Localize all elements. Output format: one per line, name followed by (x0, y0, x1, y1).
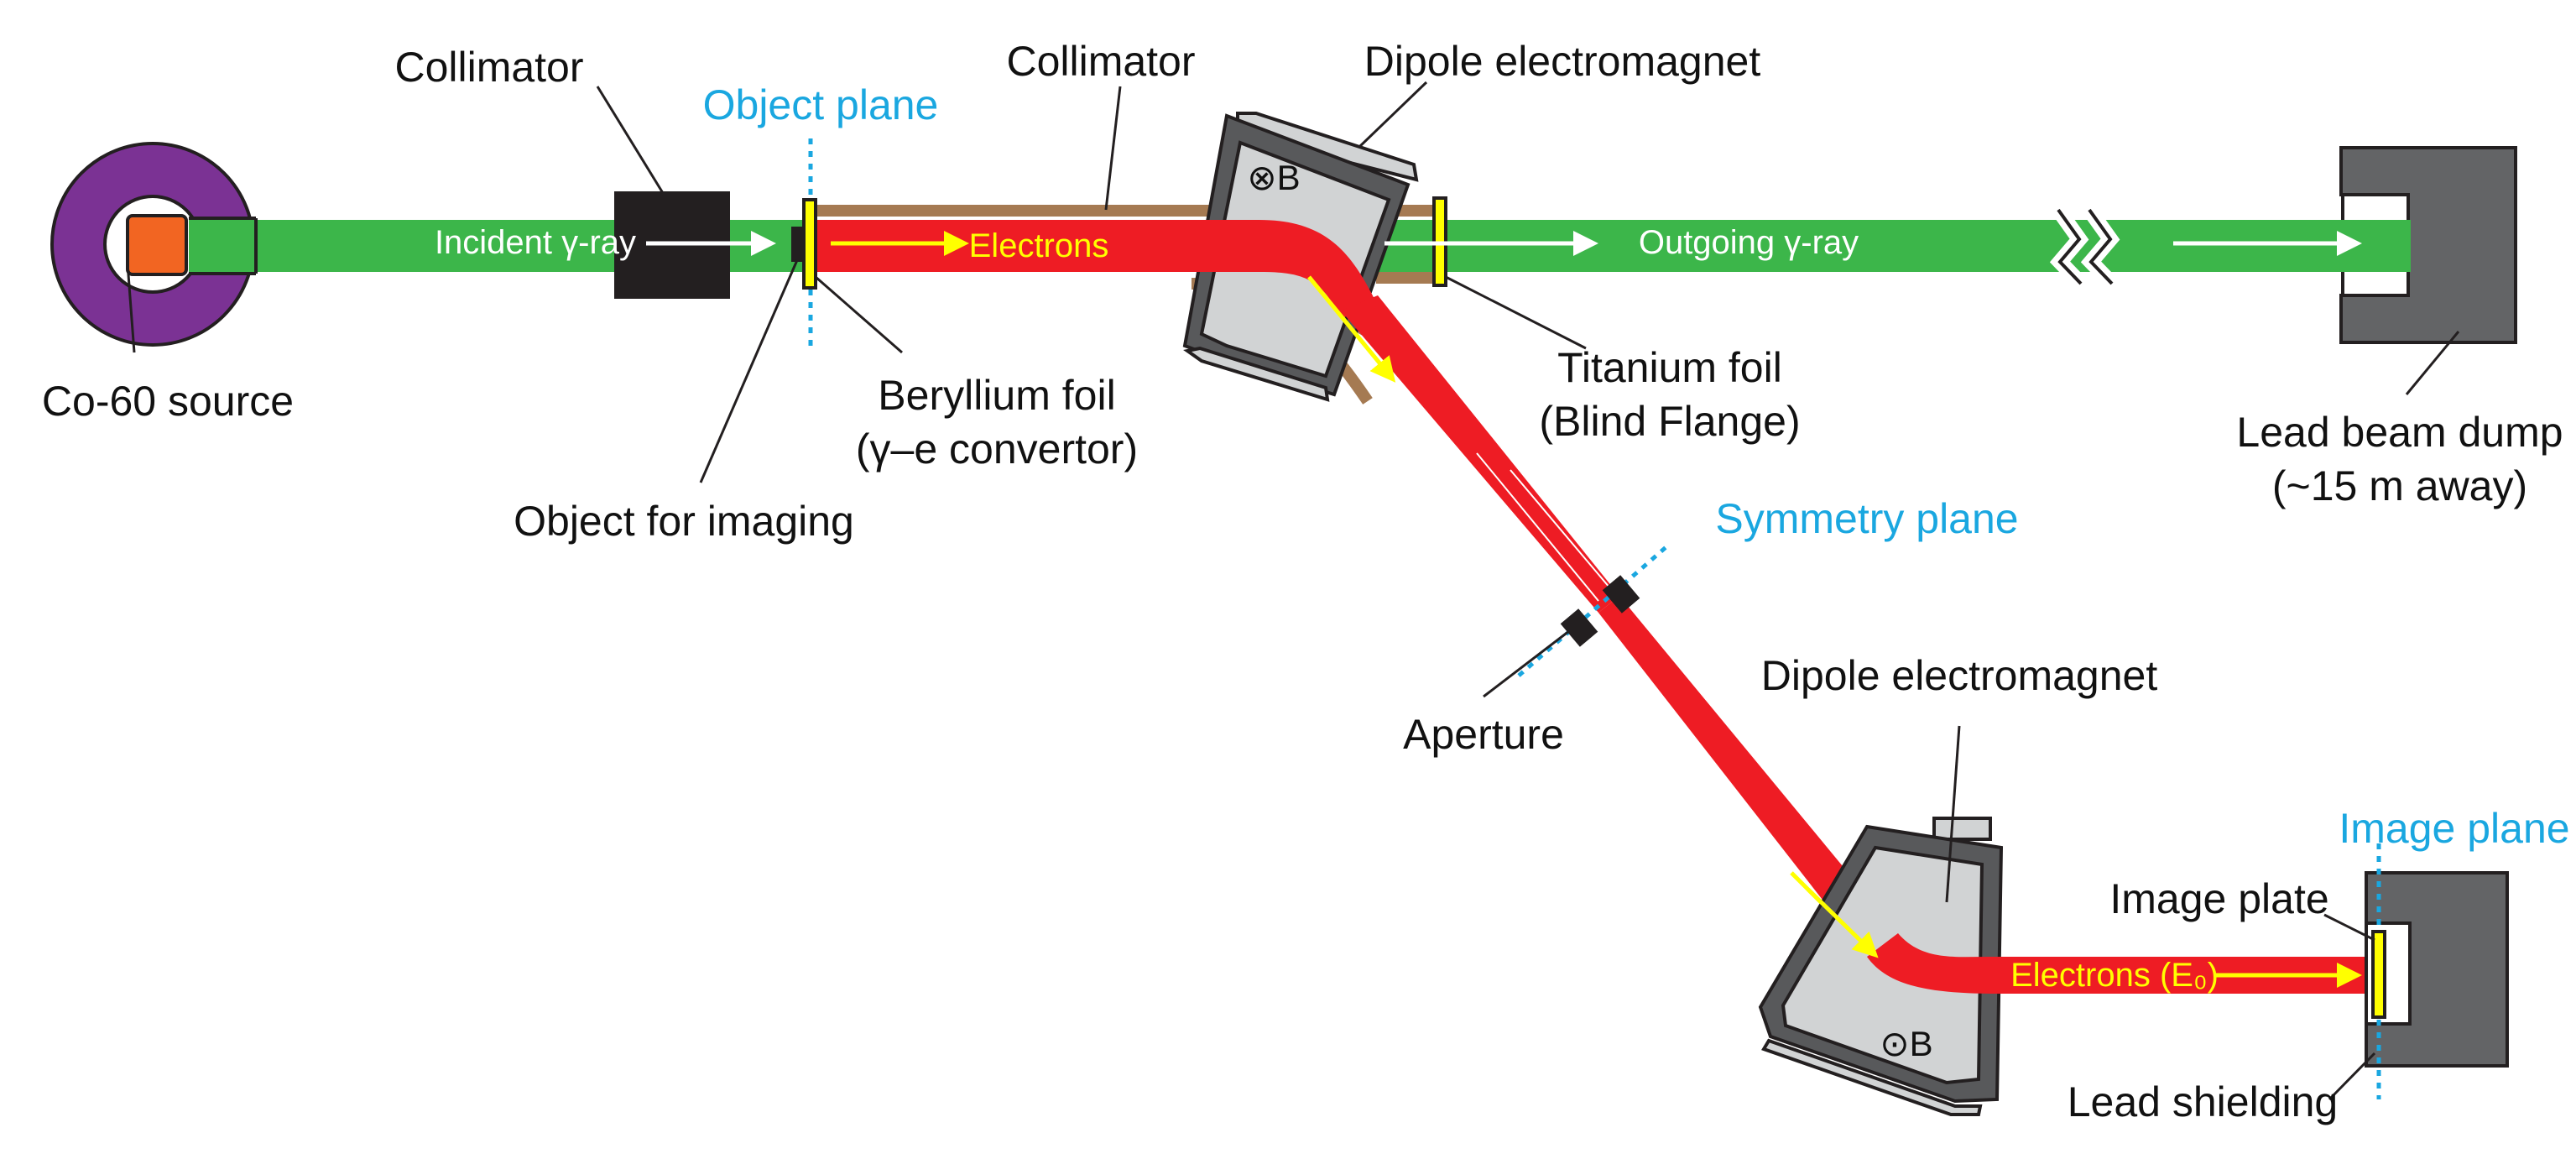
leader-image-plate (2323, 913, 2375, 942)
symmetry-plane-line (1517, 542, 1671, 677)
leader-aperture (1483, 629, 1570, 698)
label-collimator-left: Collimator (394, 44, 583, 91)
aperture-block-upper (1602, 575, 1640, 613)
label-blind-flange: (Blind Flange) (1539, 398, 1800, 445)
label-lead-shielding: Lead shielding (2068, 1078, 2339, 1125)
electron-fan-streak-2 (1510, 469, 1624, 605)
source-channel (189, 220, 256, 272)
leader-co60 (126, 263, 136, 353)
leader-lead-dump (2405, 331, 2460, 395)
label-titanium-foil: Titanium foil (1557, 344, 1782, 391)
leader-titanium (1445, 275, 1587, 350)
electron-beam-fan-upper (1341, 295, 1619, 613)
label-outgoing-gamma: Outgoing γ-ray (1639, 224, 1859, 261)
label-beryllium-foil: Beryllium foil (878, 372, 1115, 419)
label-lead-beam-dump-distance: (~15 m away) (2272, 462, 2527, 509)
label-image-plane: Image plane (2339, 805, 2569, 852)
label-collimator-mid: Collimator (1006, 38, 1195, 85)
label-co60-source: Co-60 source (42, 378, 294, 425)
leader-dipole-top (1358, 81, 1428, 149)
label-object-for-imaging: Object for imaging (514, 498, 854, 545)
object-for-imaging (791, 227, 803, 262)
label-beryllium-convertor: (γ–e convertor) (856, 425, 1138, 472)
leader-collimator-mid (1104, 86, 1122, 211)
leader-dipole-bottom (1945, 725, 1961, 903)
image-plate (2371, 930, 2386, 1019)
leader-lead-shielding (2328, 1052, 2376, 1101)
label-lead-beam-dump: Lead beam dump (2236, 409, 2563, 456)
leader-object (699, 259, 799, 483)
beam-break-mark-2-outline (2088, 208, 2114, 285)
gamma-beam-right (1418, 220, 2411, 272)
label-incident-gamma: Incident γ-ray (435, 224, 636, 261)
beam-break-mark-outline (2057, 208, 2083, 285)
label-object-plane: Object plane (703, 81, 939, 128)
label-field-out-of-page: ⊙B (1880, 1024, 1932, 1063)
electron-beam-bend-over (1867, 933, 2391, 994)
label-symmetry-plane: Symmetry plane (1715, 495, 2018, 542)
electron-beam-fan-lower (1598, 596, 1898, 957)
label-image-plate: Image plate (2109, 875, 2328, 922)
label-electrons: Electrons (969, 227, 1109, 264)
leader-collimator-left (596, 86, 665, 194)
co60-source-core (126, 214, 188, 276)
fan-arrow-top (1307, 275, 1396, 383)
label-dipole-top: Dipole electromagnet (1364, 38, 1761, 85)
beryllium-foil (802, 198, 817, 290)
label-field-into-page: ⊗B (1247, 158, 1300, 197)
fan-arrow-bottom-over (1807, 888, 1879, 958)
leader-beryllium (815, 275, 903, 354)
label-electrons-e0: Electrons (E₀) (2010, 957, 2219, 994)
label-dipole-bottom: Dipole electromagnet (1761, 652, 2158, 699)
aperture-block-lower (1560, 608, 1598, 647)
label-aperture: Aperture (1403, 711, 1564, 758)
electron-fan-streak (1476, 452, 1599, 602)
